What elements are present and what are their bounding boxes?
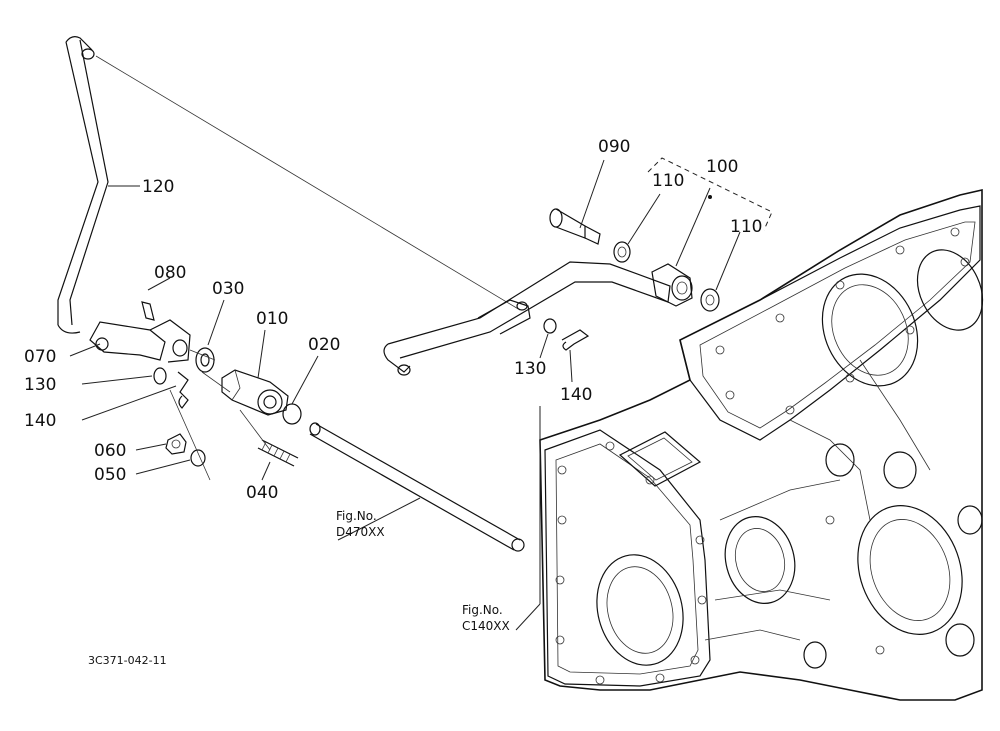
label-110-a: 110	[652, 171, 684, 191]
linkage-rod	[57, 36, 109, 334]
label-130-right: 130	[514, 359, 546, 379]
label-030: 030	[212, 279, 244, 299]
ref-d470-line2: D470XX	[336, 525, 385, 539]
label-140-left: 140	[24, 411, 56, 431]
bushing-030	[195, 347, 215, 373]
ref-d470-line1: Fig.No.	[336, 509, 377, 523]
label-070: 070	[24, 347, 56, 367]
ref-c140-line2: C140XX	[462, 619, 510, 633]
bushing-110-a	[613, 241, 631, 263]
leader-lines	[69, 159, 741, 631]
washer-050	[190, 449, 206, 467]
washer-130-right	[543, 318, 557, 334]
label-080: 080	[154, 263, 186, 283]
clip-140-left	[177, 371, 189, 409]
label-060: 060	[94, 441, 126, 461]
label-130-left: 130	[24, 375, 56, 395]
label-140-right: 140	[560, 385, 592, 405]
figure-reference-d470: Fig.No. D470XX	[336, 509, 385, 539]
label-100: 100	[706, 157, 738, 177]
alignment-line	[169, 349, 271, 481]
lever-assembly-100	[383, 261, 693, 376]
washer-130-left	[153, 367, 167, 385]
shifter-010	[221, 369, 289, 416]
pin-080	[141, 301, 155, 321]
transmission-housing	[539, 188, 984, 701]
label-050: 050	[94, 465, 126, 485]
lever-070	[89, 319, 191, 363]
label-040: 040	[246, 483, 278, 503]
drawing-id: 3C371-042-11	[88, 654, 167, 667]
bushing-110-b	[700, 288, 720, 312]
assembly-dot	[708, 195, 712, 199]
ref-c140-line1: Fig.No.	[462, 603, 503, 617]
part-labels: 120 080 030 010 020 070 130 140 060 050 …	[24, 137, 762, 503]
clip-140-right	[561, 329, 590, 351]
o-ring-020	[282, 403, 302, 425]
shift-shaft	[309, 422, 525, 552]
stud-040	[257, 439, 299, 467]
assembly-bracket	[647, 157, 773, 231]
label-010: 010	[256, 309, 288, 329]
label-090: 090	[598, 137, 630, 157]
bolt-090	[549, 208, 601, 245]
connection-line	[95, 55, 521, 311]
label-020: 020	[308, 335, 340, 355]
figure-reference-c140: Fig.No. C140XX	[462, 603, 510, 633]
label-110-b: 110	[730, 217, 762, 237]
nut-060	[165, 433, 187, 455]
label-120: 120	[142, 177, 174, 197]
